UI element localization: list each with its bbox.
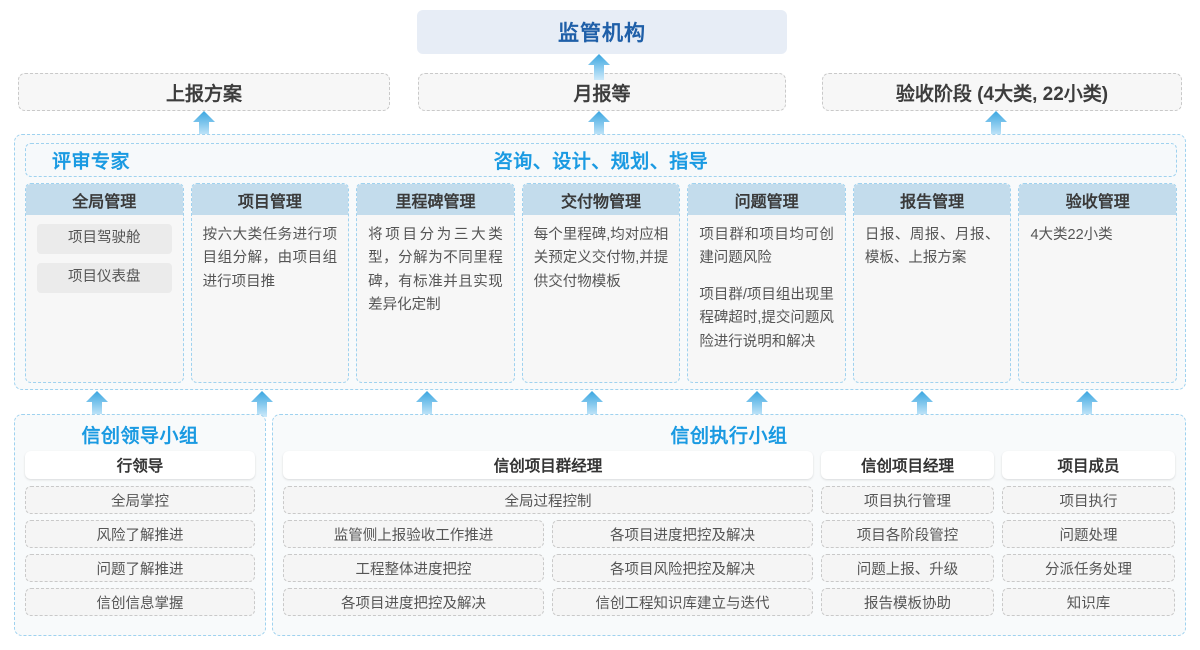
list-item[interactable]: 全局过程控制: [283, 486, 813, 514]
list-item[interactable]: 信创信息掌握: [25, 588, 255, 616]
list-item[interactable]: 监管侧上报验收工作推进: [283, 520, 544, 548]
arrow-up-icon: [985, 111, 1007, 137]
list-item[interactable]: 工程整体进度把控: [283, 554, 544, 582]
column-title: 交付物管理: [522, 184, 680, 215]
capability-columns: 全局管理 项目驾驶舱 项目仪表盘 项目管理 按六大类任务进行项目组分解，由项目组…: [25, 183, 1178, 383]
consulting-label: 咨询、设计、规划、指导: [493, 151, 709, 173]
column-paragraph: 项目群/项目组出现里程碑超时,提交问题风险进行说明和解决: [699, 286, 834, 350]
chip-item[interactable]: 项目驾驶舱: [37, 224, 172, 254]
column-global-management[interactable]: 全局管理 项目驾驶舱 项目仪表盘: [25, 183, 184, 383]
arrow-up-icon: [911, 391, 933, 417]
list-item[interactable]: 问题处理: [1002, 520, 1175, 548]
leading-group-title: 信创领导小组: [81, 426, 199, 447]
middle-panel: 评审专家 咨询、设计、规划、指导 全局管理 项目驾驶舱 项目仪表盘 项目管理 按…: [14, 134, 1186, 390]
list-item[interactable]: 项目各阶段管控: [821, 520, 994, 548]
column-title: 问题管理: [688, 184, 845, 215]
column-paragraph: 按六大类任务进行项目组分解，由项目组进行项目推: [202, 227, 338, 290]
regulator-box: 监管机构: [417, 10, 787, 54]
project-manager-column: 信创项目经理 项目执行管理 项目各阶段管控 问题上报、升级 报告模板协助: [821, 451, 994, 631]
regulator-label: 监管机构: [558, 22, 646, 45]
list-item[interactable]: 全局掌控: [25, 486, 255, 514]
list-item[interactable]: 分派任务处理: [1002, 554, 1175, 582]
column-title: 验收管理: [1019, 184, 1177, 215]
program-manager-right-list: 各项目进度把控及解决 各项目风险把控及解决 信创工程知识库建立与迭代: [552, 520, 813, 616]
column-deliverable-management[interactable]: 交付物管理 每个里程碑,均对应相关预定义交付物,并提供交付物模板: [521, 183, 681, 383]
program-manager-column: 信创项目群经理 全局过程控制 监管侧上报验收工作推进 工程整体进度把控 各项目进…: [283, 451, 813, 631]
column-paragraph: 项目群和项目均可创建问题风险: [699, 227, 834, 267]
leading-group-head[interactable]: 行领导: [25, 451, 255, 479]
project-manager-head[interactable]: 信创项目经理: [821, 451, 994, 479]
column-body: 日报、周报、月报、模板、上报方案: [854, 215, 1011, 382]
column-body: 按六大类任务进行项目组分解，由项目组进行项目推: [192, 215, 349, 382]
arrow-up-icon: [86, 391, 108, 417]
column-title: 报告管理: [853, 184, 1011, 215]
report-box-2: 验收阶段 (4大类, 22小类): [822, 73, 1182, 111]
arrow-up-icon: [416, 391, 438, 417]
execution-group-title: 信创执行小组: [670, 426, 788, 447]
review-expert-label: 评审专家: [52, 151, 131, 173]
column-title: 里程碑管理: [357, 184, 514, 215]
middle-panel-header: 评审专家 咨询、设计、规划、指导: [25, 143, 1177, 177]
leading-group-panel: 信创领导小组 行领导 全局掌控 风险了解推进 问题了解推进 信创信息掌握: [14, 414, 266, 636]
report-label-2: 验收阶段 (4大类, 22小类): [895, 83, 1109, 105]
column-title: 全局管理: [26, 184, 183, 215]
report-label-0: 上报方案: [165, 83, 242, 105]
list-item[interactable]: 各项目进度把控及解决: [283, 588, 544, 616]
list-item[interactable]: 项目执行: [1002, 486, 1175, 514]
column-project-management[interactable]: 项目管理 按六大类任务进行项目组分解，由项目组进行项目推: [190, 183, 350, 383]
column-body: 每个里程碑,均对应相关预定义交付物,并提供交付物模板: [523, 215, 680, 382]
column-body: 4大类22小类: [1019, 215, 1176, 382]
list-item[interactable]: 信创工程知识库建立与迭代: [552, 588, 813, 616]
column-paragraph: 每个里程碑,均对应相关预定义交付物,并提供交付物模板: [533, 227, 669, 290]
column-paragraph: 4大类22小类: [1030, 227, 1113, 243]
list-item[interactable]: 风险了解推进: [25, 520, 255, 548]
list-item[interactable]: 问题了解推进: [25, 554, 255, 582]
arrow-up-icon: [251, 391, 273, 417]
arrow-up-icon: [1076, 391, 1098, 417]
arrow-up-icon: [746, 391, 768, 417]
column-issue-management[interactable]: 问题管理 项目群和项目均可创建问题风险 项目群/项目组出现里程碑超时,提交问题风…: [687, 183, 846, 383]
column-body: 项目群和项目均可创建问题风险 项目群/项目组出现里程碑超时,提交问题风险进行说明…: [688, 215, 845, 382]
report-label-1: 月报等: [573, 83, 631, 105]
list-item[interactable]: 报告模板协助: [821, 588, 994, 616]
arrow-up-icon: [588, 54, 610, 80]
column-body: 项目驾驶舱 项目仪表盘: [26, 215, 183, 382]
project-member-column: 项目成员 项目执行 问题处理 分派任务处理 知识库: [1002, 451, 1175, 631]
program-manager-head[interactable]: 信创项目群经理: [283, 451, 813, 479]
column-acceptance-management[interactable]: 验收管理 4大类22小类: [1018, 183, 1178, 383]
project-member-head[interactable]: 项目成员: [1002, 451, 1175, 479]
list-item[interactable]: 问题上报、升级: [821, 554, 994, 582]
list-item[interactable]: 各项目进度把控及解决: [552, 520, 813, 548]
list-item[interactable]: 项目执行管理: [821, 486, 994, 514]
column-milestone-management[interactable]: 里程碑管理 将项目分为三大类型，分解为不同里程碑，有标准并且实现差异化定制: [356, 183, 515, 383]
column-body: 将项目分为三大类型，分解为不同里程碑，有标准并且实现差异化定制: [357, 215, 514, 382]
column-title: 项目管理: [191, 184, 349, 215]
arrow-up-icon: [588, 111, 610, 137]
list-item[interactable]: 各项目风险把控及解决: [552, 554, 813, 582]
program-manager-left-list: 监管侧上报验收工作推进 工程整体进度把控 各项目进度把控及解决: [283, 520, 544, 616]
column-paragraph: 日报、周报、月报、模板、上报方案: [864, 227, 1000, 267]
arrow-up-icon: [581, 391, 603, 417]
column-report-management[interactable]: 报告管理 日报、周报、月报、模板、上报方案: [852, 183, 1012, 383]
chip-item[interactable]: 项目仪表盘: [37, 263, 172, 293]
column-paragraph: 将项目分为三大类型，分解为不同里程碑，有标准并且实现差异化定制: [368, 227, 503, 314]
execution-group-panel: 信创执行小组 信创项目群经理 全局过程控制 监管侧上报验收工作推进 工程整体进度…: [272, 414, 1186, 636]
report-box-0: 上报方案: [18, 73, 390, 111]
list-item[interactable]: 知识库: [1002, 588, 1175, 616]
arrow-up-icon: [193, 111, 215, 137]
